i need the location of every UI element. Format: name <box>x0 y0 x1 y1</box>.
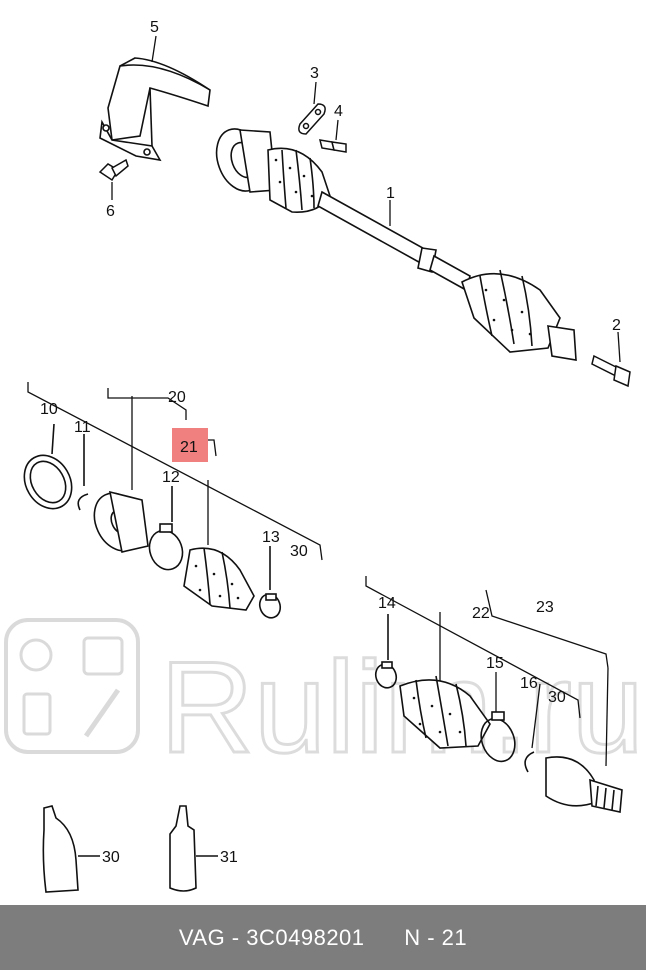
circlip-part-16 <box>524 751 535 773</box>
bolt-part-6 <box>98 158 129 182</box>
callout-20: 20 <box>168 389 186 406</box>
clamp-part-13 <box>258 546 282 619</box>
grease-tube-part-30 <box>42 805 100 893</box>
footer-part-number: 3C0498201 <box>246 924 365 950</box>
parts-diagram: Rulim.ru <box>4 19 645 893</box>
callout-2: 2 <box>612 317 621 334</box>
callout-4: 4 <box>334 103 343 120</box>
bracket-lines-kit-20-21 <box>27 382 323 561</box>
callout-3: 3 <box>310 65 319 82</box>
inner-boot-dots <box>412 696 462 734</box>
outer-boot <box>183 547 255 611</box>
boot-dot-texture <box>274 158 532 336</box>
watermark-oil-icon <box>22 692 52 736</box>
clamp-part-15 <box>480 711 516 763</box>
callout-1: 1 <box>386 185 395 202</box>
footer-brand: VAG <box>178 924 226 950</box>
outer-joint <box>93 490 149 553</box>
leader-lines <box>111 35 621 363</box>
callout-30-c: 30 <box>102 849 120 866</box>
callout-16: 16 <box>520 675 538 692</box>
callout-11: 11 <box>74 419 91 436</box>
watermark-text: Rulim.ru <box>160 634 644 780</box>
watermark: Rulim.ru <box>4 618 645 782</box>
bolt-part-2 <box>591 354 631 388</box>
footer-position: N - 21 <box>404 924 468 950</box>
callout-14: 14 <box>378 595 396 612</box>
lock-plate-part-3 <box>298 103 326 135</box>
circlip-part-11 <box>77 434 89 511</box>
watermark-door-icon <box>82 636 124 676</box>
watermark-shock-icon <box>83 688 121 738</box>
inner-boot <box>399 675 491 749</box>
callout-21: 21 <box>180 439 198 456</box>
callout-10: 10 <box>40 401 58 418</box>
outer-boot-dots <box>194 564 240 600</box>
callout-6: 6 <box>106 203 115 220</box>
heat-shield-part-5 <box>99 57 211 162</box>
sealant-bottle-part-31 <box>169 805 218 892</box>
callout-13: 13 <box>262 529 280 546</box>
watermark-logo-frame <box>4 618 140 754</box>
bracket-lines-kit-22-23 <box>365 576 609 767</box>
highlight-box-21 <box>172 428 208 462</box>
callout-31: 31 <box>220 849 238 866</box>
callout-30-b: 30 <box>548 689 566 706</box>
clamp-part-14 <box>374 614 398 689</box>
callout-22: 22 <box>472 605 490 622</box>
callout-5: 5 <box>150 19 159 36</box>
ring-part-10 <box>23 423 73 510</box>
bolt-part-4 <box>318 139 347 153</box>
callout-23: 23 <box>536 599 554 616</box>
footer-gap <box>365 925 405 951</box>
footer-separator: - <box>225 924 247 950</box>
inner-joint <box>545 756 623 813</box>
footer-bar: VAG - 3C0498201 N - 21 <box>0 905 646 970</box>
callout-30-a: 30 <box>290 543 308 560</box>
watermark-wheel-icon <box>19 638 53 672</box>
callout-12: 12 <box>162 469 180 486</box>
clamp-part-12 <box>148 486 184 571</box>
callout-15: 15 <box>486 655 504 672</box>
drive-shaft-part-1 <box>215 128 577 361</box>
